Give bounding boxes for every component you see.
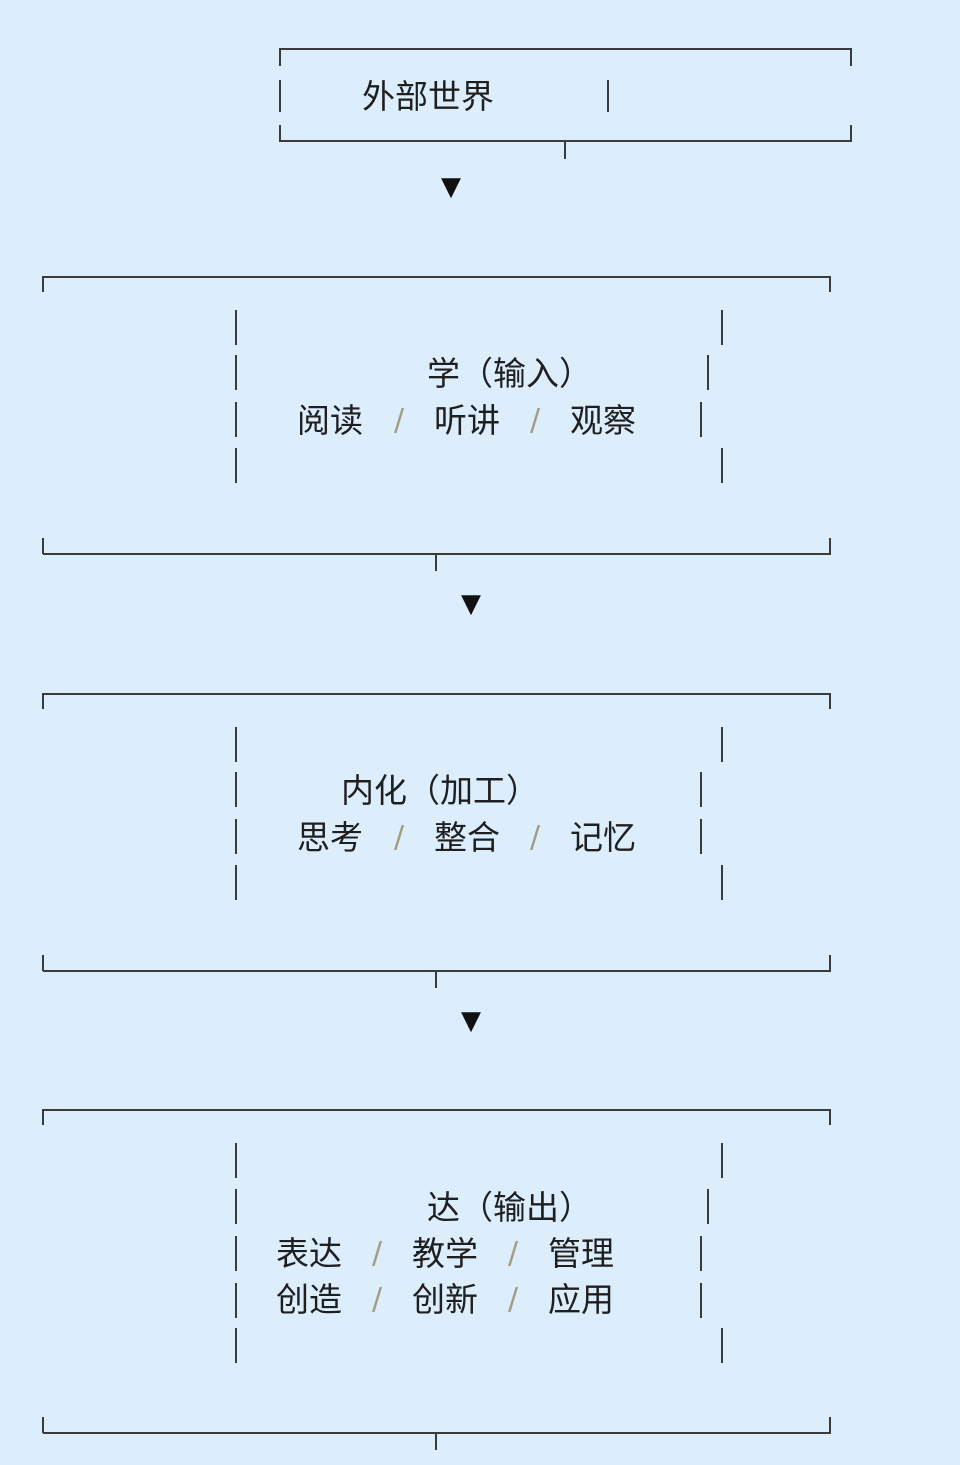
frame-line [43,1432,831,1434]
stage-input-title: 学（输入） [427,354,592,393]
connector-stem [564,140,566,159]
frame-bar [235,772,237,807]
frame-tick [279,125,281,142]
frame-line [279,48,852,50]
frame-bar [235,1189,237,1224]
frame-line [43,276,831,278]
separator: / [394,403,405,438]
connector-stem [435,1433,437,1450]
frame-bar [235,819,237,854]
frame-tick [42,693,44,709]
stage-item: 记忆 [570,818,636,857]
frame-bar [235,1143,237,1178]
frame-bar [235,1236,237,1271]
stage-item: 表达 [276,1234,342,1273]
frame-tick [829,955,831,971]
frame-tick [829,693,831,709]
frame-tick [829,276,831,292]
stage-item: 管理 [548,1234,614,1273]
frame-bar [700,1283,702,1318]
frame-tick [850,125,852,142]
stage-item: 创造 [276,1280,342,1319]
frame-bar [721,727,723,762]
frame-bar [700,1236,702,1271]
down-arrow-icon: ▼ [441,172,461,202]
frame-bar [721,448,723,483]
frame-bar [700,819,702,854]
frame-bar [235,448,237,483]
frame-line [43,553,831,555]
stage-item: 听讲 [434,401,500,440]
frame-bar [279,80,281,112]
frame-tick [42,955,44,971]
frame-bar [721,1143,723,1178]
separator: / [508,1282,519,1317]
frame-tick [42,1417,44,1433]
frame-bar [235,310,237,345]
separator: / [372,1236,383,1271]
frame-line [43,693,831,695]
stage-output-title: 达（输出） [427,1188,592,1227]
frame-bar [700,402,702,437]
frame-bar [707,355,709,390]
frame-bar [235,1283,237,1318]
stage-process-title: 内化（加工） [341,771,539,810]
down-arrow-icon: ▼ [461,589,481,619]
frame-tick [279,48,281,66]
frame-bar [607,80,609,112]
source-label: 外部世界 [362,77,494,116]
frame-line [43,1109,831,1111]
connector-stem [435,554,437,571]
frame-bar [235,727,237,762]
frame-bar [721,1328,723,1363]
frame-bar [235,1328,237,1363]
frame-bar [235,865,237,900]
frame-bar [707,1189,709,1224]
frame-bar [235,355,237,390]
stage-item: 教学 [412,1234,478,1273]
frame-tick [42,276,44,292]
frame-tick [829,538,831,554]
stage-item: 思考 [297,818,363,857]
frame-tick [42,538,44,554]
connector-stem [435,971,437,988]
separator: / [372,1282,383,1317]
frame-bar [235,402,237,437]
separator: / [530,403,541,438]
stage-item: 应用 [548,1280,614,1319]
frame-bar [721,865,723,900]
frame-line [43,970,831,972]
down-arrow-icon: ▼ [461,1006,481,1036]
separator: / [394,820,405,855]
separator: / [508,1236,519,1271]
separator: / [530,820,541,855]
frame-tick [829,1417,831,1433]
stage-item: 创新 [412,1280,478,1319]
frame-bar [721,310,723,345]
frame-bar [700,772,702,807]
stage-item: 整合 [434,818,500,857]
frame-tick [42,1109,44,1125]
frame-tick [850,48,852,66]
stage-item: 观察 [570,401,636,440]
stage-item: 阅读 [297,401,363,440]
frame-tick [829,1109,831,1125]
